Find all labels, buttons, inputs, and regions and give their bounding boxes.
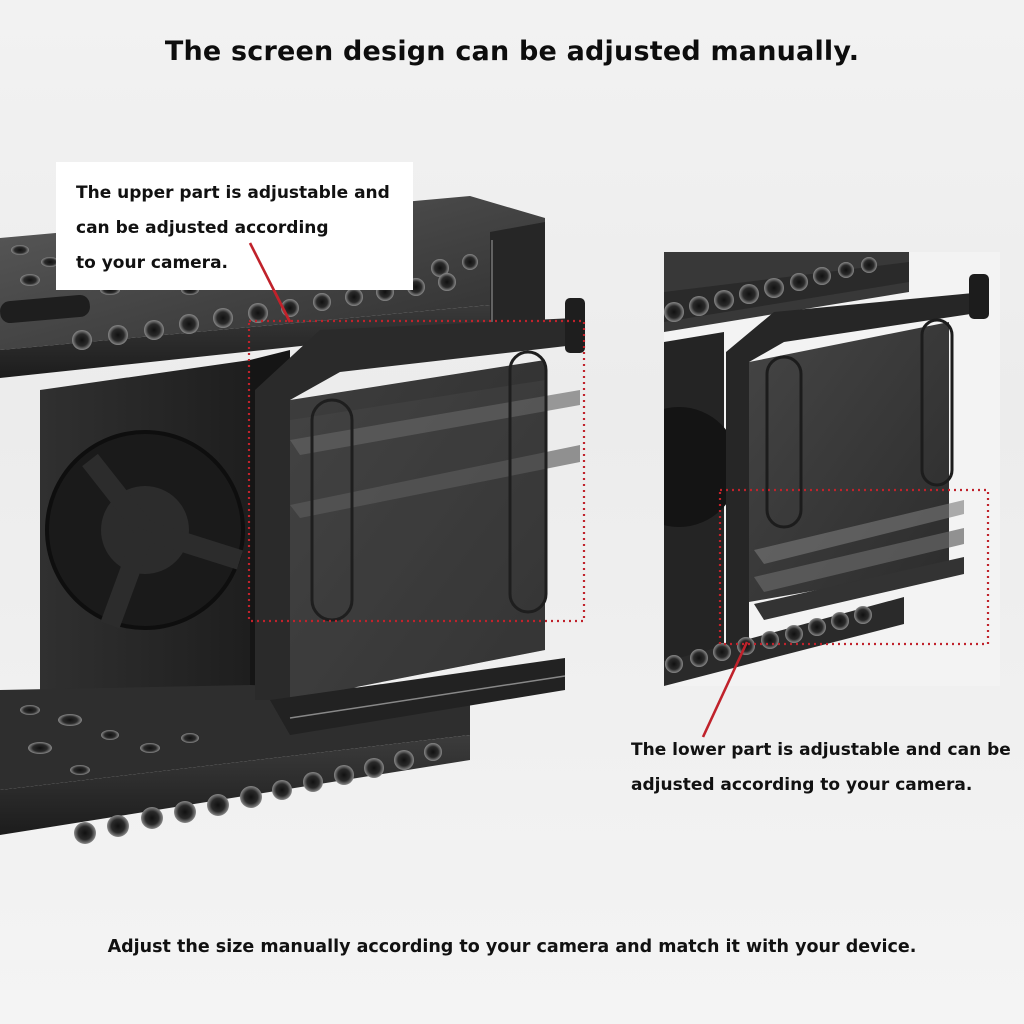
lower-callout: The lower part is adjustable and can be … bbox=[631, 733, 1024, 803]
lower-callout-line-1: The lower part is adjustable and can be bbox=[631, 740, 1011, 760]
footer-caption: Adjust the size manually according to yo… bbox=[107, 937, 917, 957]
cage-body bbox=[40, 350, 290, 700]
inset-product-photo bbox=[664, 252, 1000, 686]
upper-callout-line-2: can be adjusted according bbox=[76, 218, 329, 238]
lower-callout-line-2: adjusted according to your camera. bbox=[631, 775, 973, 795]
upper-callout: The upper part is adjustable and can be … bbox=[56, 162, 413, 290]
upper-callout-line-3: to your camera. bbox=[76, 253, 228, 273]
upper-callout-line-1: The upper part is adjustable and bbox=[76, 183, 390, 203]
page-headline: The screen design can be adjusted manual… bbox=[164, 36, 860, 67]
monitor-hood-main bbox=[255, 298, 585, 735]
